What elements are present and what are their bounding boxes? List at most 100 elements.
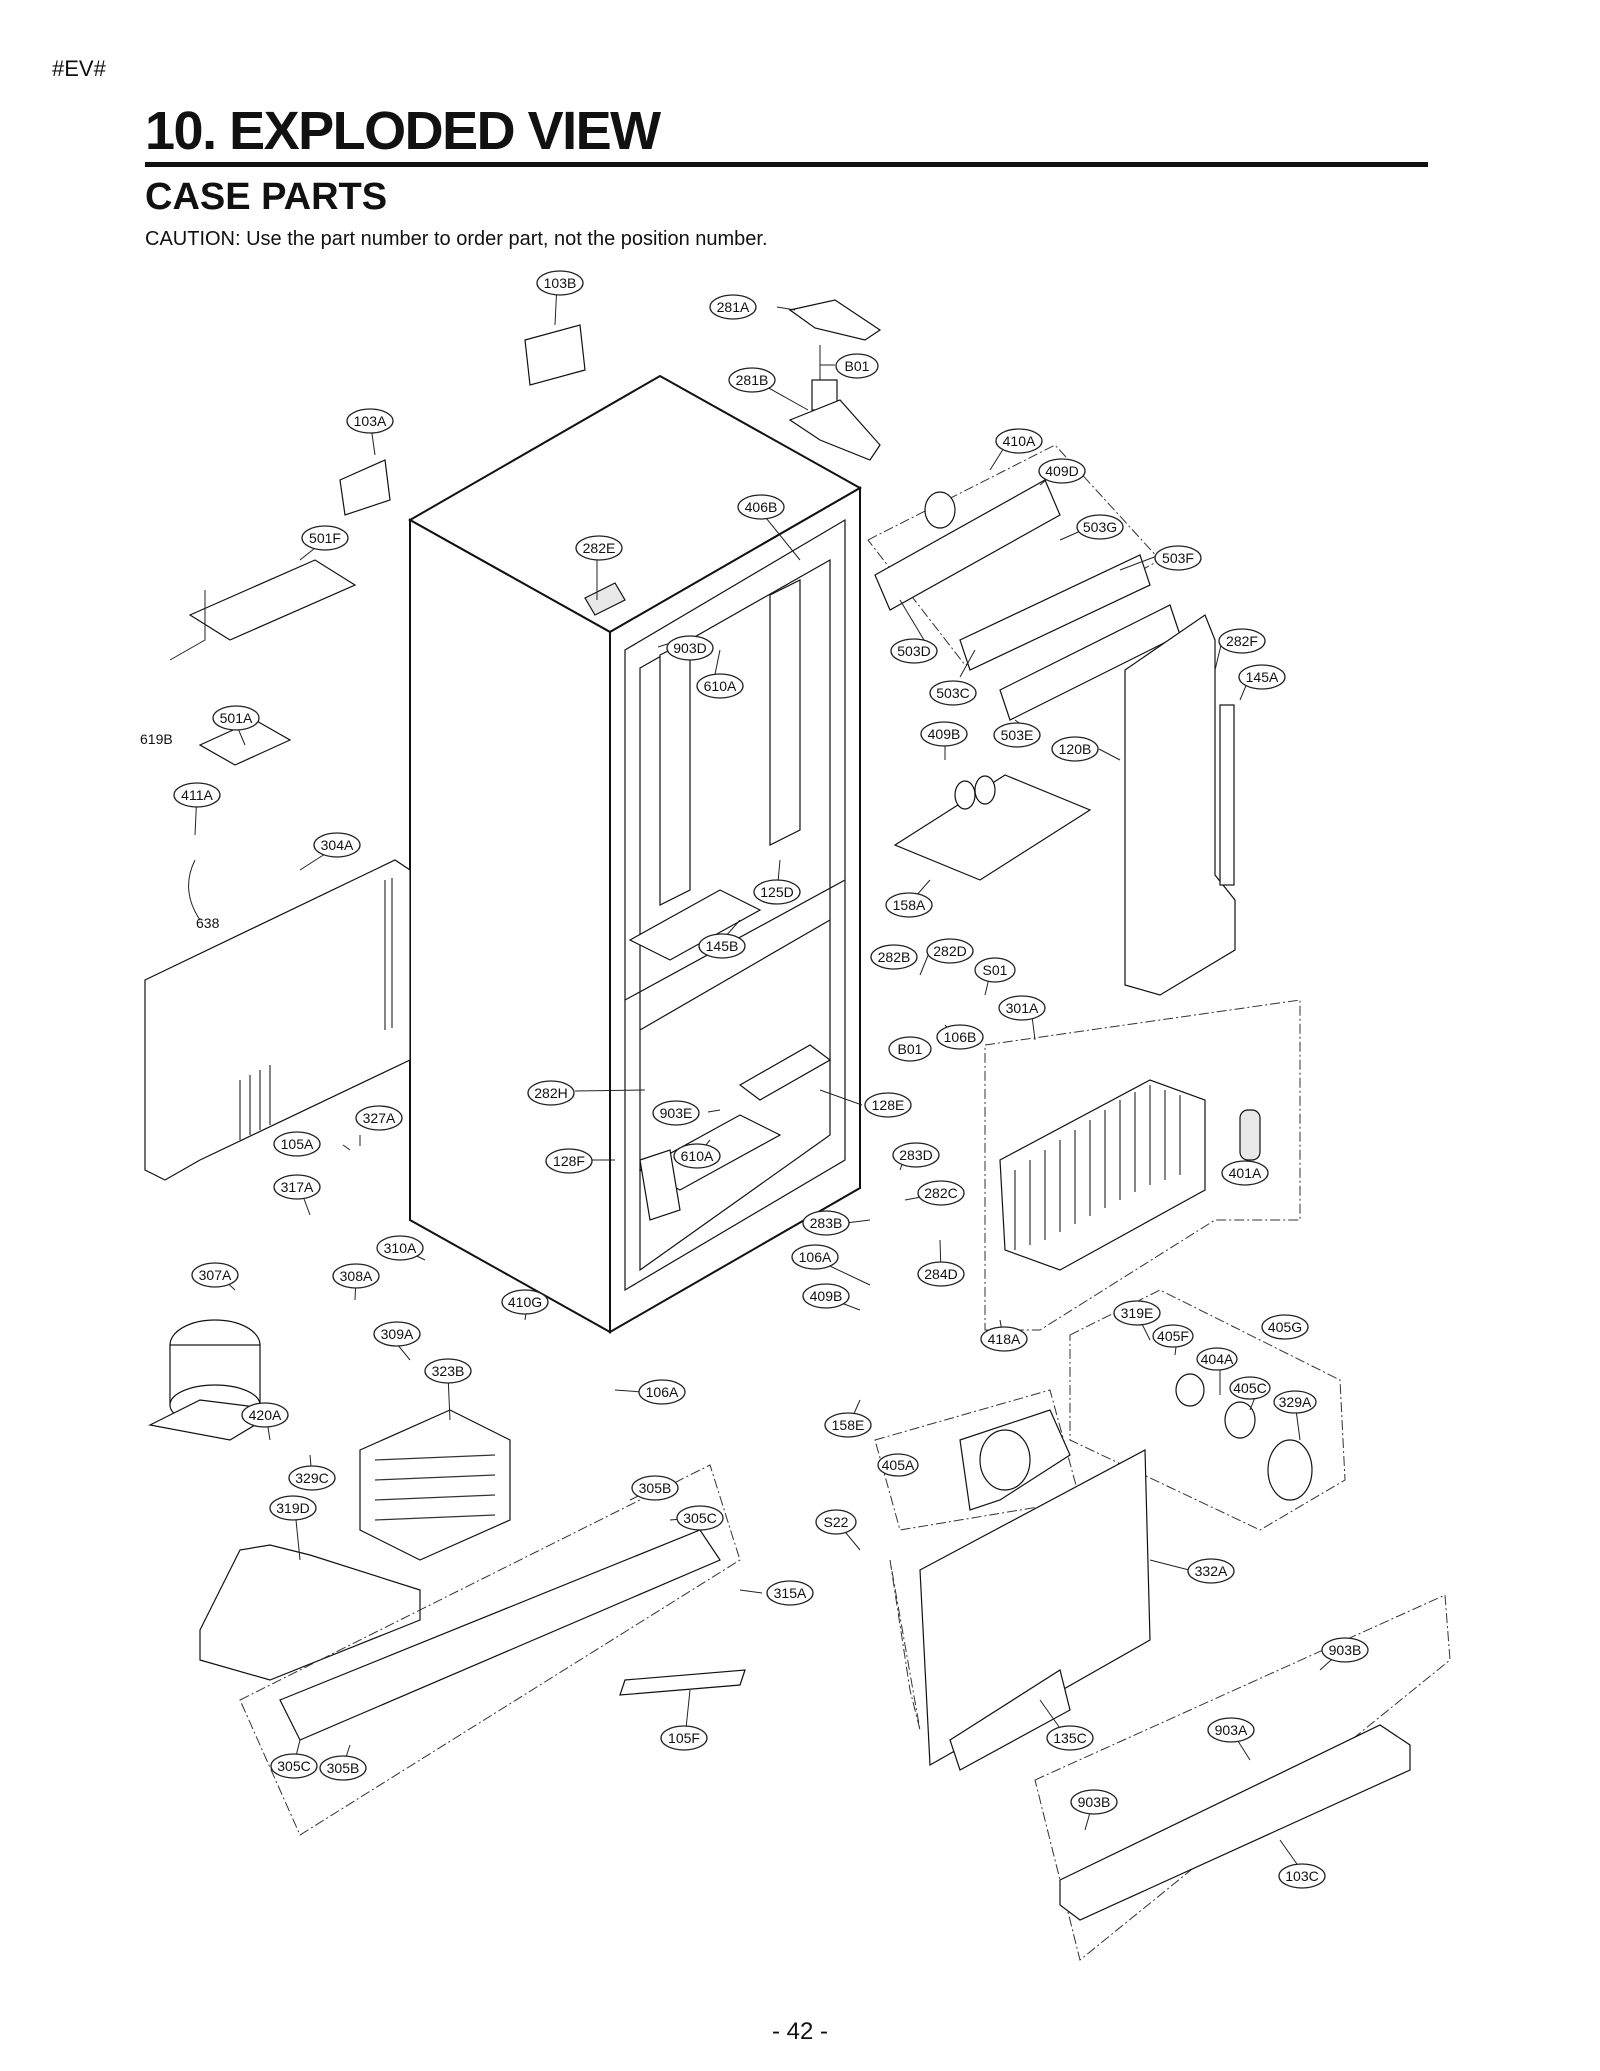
callout-308A: 308A: [332, 1263, 380, 1289]
callout-319D: 319D: [269, 1495, 317, 1521]
svg-text:282E: 282E: [583, 540, 616, 556]
callout-120B: 120B: [1051, 736, 1099, 762]
callout-329C: 329C: [288, 1465, 336, 1491]
svg-text:405F: 405F: [1157, 1328, 1189, 1344]
callout-305C-low: 305C: [270, 1753, 318, 1779]
svg-text:282F: 282F: [1226, 633, 1258, 649]
callout-282E: 282E: [575, 535, 623, 561]
svg-text:404A: 404A: [1201, 1351, 1234, 1367]
callout-420A: 420A: [241, 1402, 289, 1428]
svg-text:329C: 329C: [295, 1470, 328, 1486]
callout-409D: 409D: [1038, 458, 1086, 484]
section-subtitle: CASE PARTS: [145, 176, 388, 218]
callout-319E: 319E: [1113, 1300, 1161, 1326]
svg-text:410G: 410G: [508, 1294, 542, 1310]
callout-105F: 105F: [660, 1725, 708, 1751]
svg-text:S01: S01: [983, 962, 1008, 978]
svg-text:282D: 282D: [933, 943, 966, 959]
caution-note: CAUTION: Use the part number to order pa…: [145, 228, 768, 250]
svg-text:411A: 411A: [181, 787, 213, 803]
svg-text:410A: 410A: [1003, 433, 1036, 449]
svg-text:145A: 145A: [1246, 669, 1279, 685]
callout-283B: 283B: [802, 1210, 850, 1236]
svg-text:301A: 301A: [1006, 1000, 1039, 1016]
svg-text:B01: B01: [898, 1041, 923, 1057]
callout-S22: S22: [815, 1509, 857, 1535]
callout-503F: 503F: [1154, 545, 1202, 571]
svg-text:319E: 319E: [1121, 1305, 1154, 1321]
fan-shroud-405A: [874, 1389, 1081, 1531]
callout-406B: 406B: [737, 494, 785, 520]
callout-301A: 301A: [998, 995, 1046, 1021]
svg-text:305B: 305B: [639, 1480, 672, 1496]
svg-text:284D: 284D: [924, 1266, 957, 1282]
compressor-307A: [148, 1319, 282, 1441]
callout-903B-low: 903B: [1070, 1789, 1118, 1815]
svg-text:903A: 903A: [1215, 1722, 1248, 1738]
callout-610A-top: 610A: [696, 673, 744, 699]
svg-text:406B: 406B: [745, 499, 778, 515]
evaporator-301A: [984, 999, 1301, 1331]
callout-329A: 329A: [1273, 1390, 1317, 1414]
svg-text:305C: 305C: [683, 1510, 716, 1526]
callout-B01-top: B01: [835, 353, 879, 379]
svg-text:120B: 120B: [1059, 741, 1092, 757]
svg-text:305C: 305C: [277, 1758, 310, 1774]
svg-text:610A: 610A: [704, 678, 737, 694]
svg-text:128E: 128E: [872, 1097, 905, 1113]
callout-903E: 903E: [652, 1100, 700, 1126]
lamp-cover-158A: [893, 774, 1092, 881]
callout-282B: 282B: [870, 944, 918, 970]
callout-405G: 405G: [1261, 1314, 1309, 1340]
callout-501A: 501A: [212, 705, 260, 731]
callout-503D: 503D: [890, 638, 938, 664]
label-619B: 619B: [140, 731, 173, 747]
svg-text:106A: 106A: [646, 1384, 679, 1400]
callout-410A: 410A: [995, 428, 1043, 454]
top-hinge-assembly: [188, 299, 882, 641]
panel-332A: [889, 1449, 1151, 1771]
svg-text:409D: 409D: [1045, 463, 1078, 479]
svg-text:281A: 281A: [717, 299, 750, 315]
callout-903A: 903A: [1207, 1717, 1255, 1743]
svg-text:103C: 103C: [1285, 1868, 1318, 1884]
svg-text:503D: 503D: [897, 643, 930, 659]
callout-103A: 103A: [346, 408, 394, 434]
callout-404A: 404A: [1196, 1347, 1238, 1371]
callout-410G: 410G: [501, 1289, 549, 1315]
callout-305B-top: 305B: [631, 1475, 679, 1501]
svg-text:315A: 315A: [774, 1585, 807, 1601]
callout-103C: 103C: [1278, 1863, 1326, 1889]
callout-135C: 135C: [1046, 1725, 1094, 1751]
callout-125D: 125D: [753, 879, 801, 905]
callout-106B: 106B: [936, 1024, 984, 1050]
callout-903B-top: 903B: [1321, 1637, 1369, 1663]
svg-text:103B: 103B: [544, 275, 577, 291]
callout-310A: 310A: [376, 1235, 424, 1261]
svg-text:106B: 106B: [944, 1029, 977, 1045]
callout-610A-mid: 610A: [673, 1143, 721, 1169]
callout-145B: 145B: [698, 933, 746, 959]
svg-text:128F: 128F: [553, 1153, 585, 1169]
svg-text:405C: 405C: [1233, 1380, 1266, 1396]
svg-text:332A: 332A: [1195, 1563, 1228, 1579]
svg-text:145B: 145B: [706, 938, 739, 954]
svg-text:409B: 409B: [810, 1288, 843, 1304]
svg-text:S22: S22: [824, 1514, 849, 1530]
svg-text:503F: 503F: [1162, 550, 1194, 566]
svg-text:503E: 503E: [1001, 727, 1034, 743]
callout-309A: 309A: [373, 1321, 421, 1347]
callout-305C-top: 305C: [676, 1505, 724, 1531]
callout-405C: 405C: [1229, 1376, 1271, 1400]
svg-text:125D: 125D: [760, 884, 793, 900]
callout-411A: 411A: [173, 782, 221, 808]
callout-501F: 501F: [301, 525, 349, 551]
svg-text:503C: 503C: [936, 685, 969, 701]
svg-text:405G: 405G: [1268, 1319, 1302, 1335]
fan-assembly: [1069, 1289, 1346, 1531]
svg-text:158A: 158A: [893, 897, 926, 913]
callout-158A: 158A: [885, 892, 933, 918]
svg-text:305B: 305B: [327, 1760, 360, 1776]
svg-text:283B: 283B: [810, 1215, 843, 1231]
callout-284D: 284D: [917, 1261, 965, 1287]
